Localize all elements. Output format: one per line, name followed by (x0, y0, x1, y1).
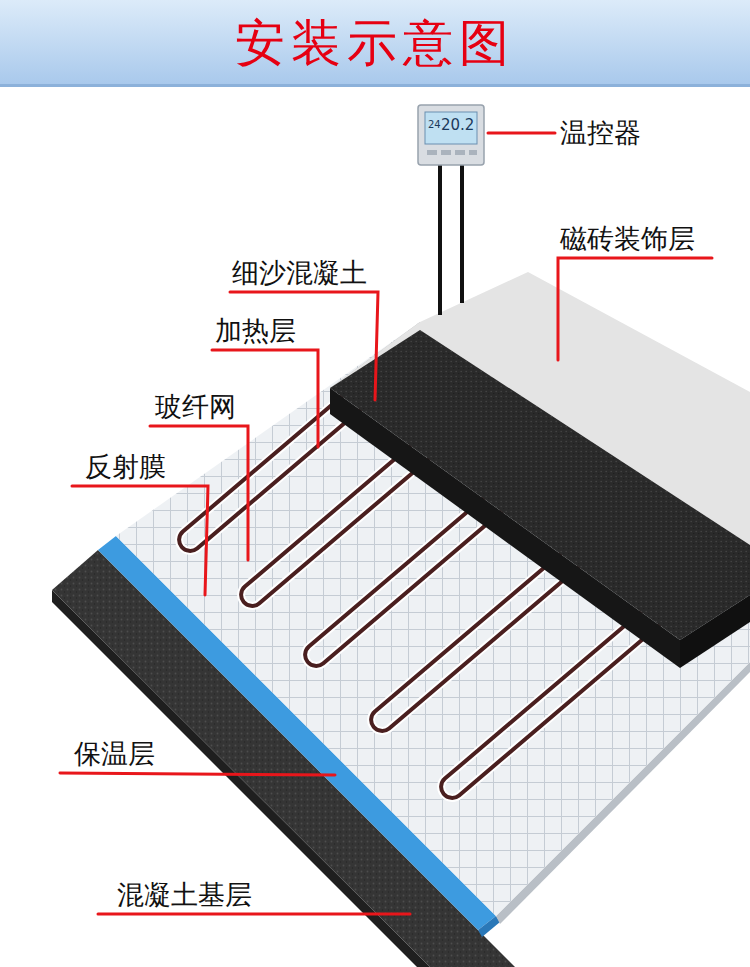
title: 安装示意图 (235, 12, 515, 75)
thermostat-button (455, 150, 465, 155)
thermostat-wire (438, 165, 442, 315)
thermostat-button (427, 150, 437, 155)
thermostat-button (469, 150, 477, 155)
leader-line (60, 773, 335, 775)
thermostat-button (441, 150, 451, 155)
part-label: 玻纤网 (155, 390, 236, 424)
thermostat-body (418, 105, 484, 165)
leader-line (558, 258, 712, 360)
leader-line (150, 426, 248, 560)
part-label: 温控器 (560, 116, 641, 150)
part-label: 细沙混凝土 (232, 256, 367, 290)
leader-lines (60, 133, 712, 914)
leader-line (72, 486, 208, 595)
leader-line (488, 132, 555, 135)
display-digits: 20.2 (441, 118, 474, 133)
display-digits: 24 (428, 120, 441, 130)
thermostat-wire (460, 165, 464, 303)
part-label: 保温层 (74, 737, 155, 771)
part-label: 磁砖装饰层 (560, 222, 695, 256)
part-label: 反射膜 (85, 450, 166, 484)
leader-line (98, 913, 410, 916)
sand-concrete-slab (330, 330, 750, 640)
part-label: 混凝土基层 (117, 878, 252, 912)
thermostat-lcd (425, 112, 477, 144)
insulation-side (478, 916, 500, 937)
part-label: 加热层 (215, 314, 296, 348)
sand-concrete-end (680, 595, 750, 668)
